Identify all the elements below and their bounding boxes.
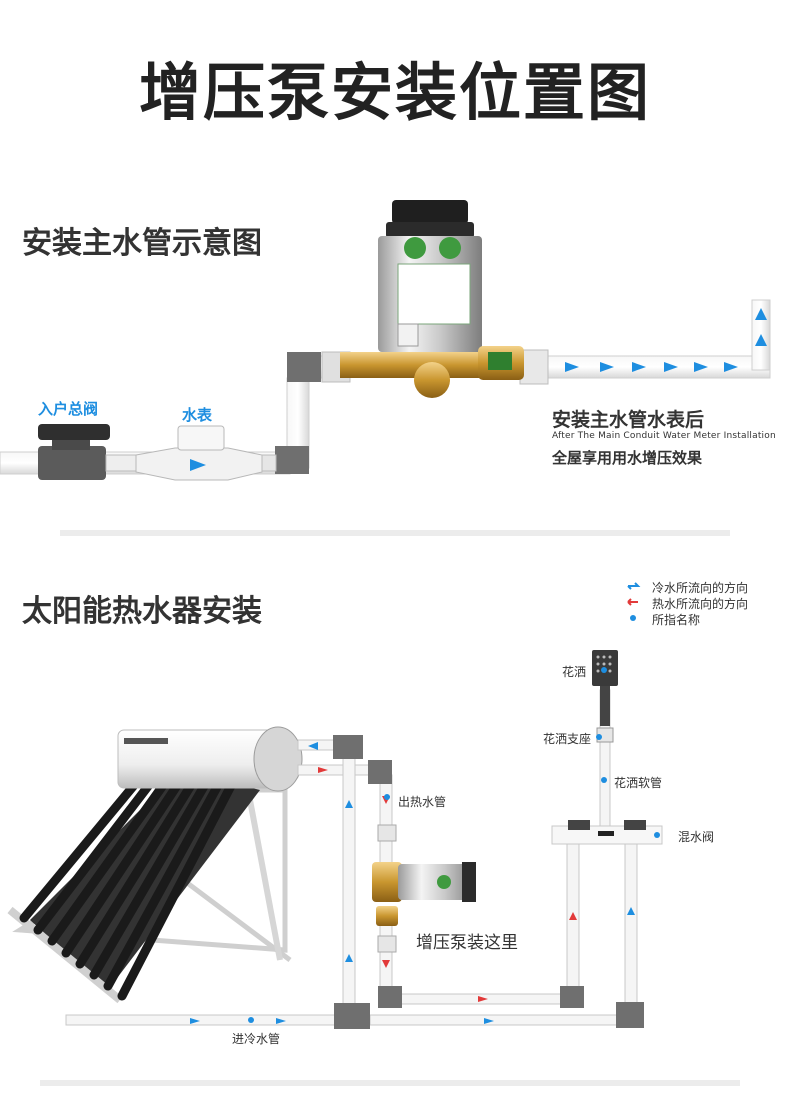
- note-title: 安装主水管水表后: [552, 409, 705, 431]
- label-main-valve: 入户总阀: [38, 400, 99, 418]
- label-hot-out: 出热水管: [398, 795, 447, 809]
- section2-title: 太阳能热水器安装: [22, 594, 262, 629]
- section1-title: 安装主水管示意图: [22, 226, 262, 261]
- legend-point: 所指名称: [652, 613, 701, 627]
- label-water-meter: 水表: [182, 406, 213, 424]
- label-cold-in: 进冷水管: [232, 1032, 281, 1046]
- cold-flow-arrow: [190, 308, 767, 471]
- page-title: 增压泵安装位置图: [138, 56, 651, 129]
- label-mixer-valve: 混水阀: [678, 830, 715, 844]
- legend-cold: 冷水所流向的方向: [652, 581, 749, 595]
- booster-pump-solar: [372, 824, 476, 953]
- label-pump-here: 增压泵装这里: [416, 933, 518, 953]
- main-valve: [38, 424, 110, 480]
- label-shower-head: 花洒: [562, 665, 587, 679]
- point-markers: [248, 667, 660, 1023]
- booster-pump: [340, 200, 524, 398]
- legend-hot: 热水所流向的方向: [652, 597, 749, 611]
- note-english: After The Main Conduit Water Meter Insta…: [552, 431, 776, 441]
- label-shower-hose: 花洒软管: [614, 776, 663, 790]
- note-subtitle: 全屋享用用水增压效果: [552, 449, 703, 467]
- section-divider: [60, 530, 730, 536]
- pipe-elbow: [333, 735, 644, 1029]
- legend-markers: [627, 582, 641, 621]
- mixer-valve: [568, 820, 646, 836]
- label-shower-holder: 花洒支座: [543, 732, 592, 746]
- shower-head: [592, 650, 618, 743]
- solar-water-heater: [7, 726, 303, 1004]
- cold-flow-arrow: [190, 742, 635, 1024]
- section-divider: [40, 1080, 740, 1086]
